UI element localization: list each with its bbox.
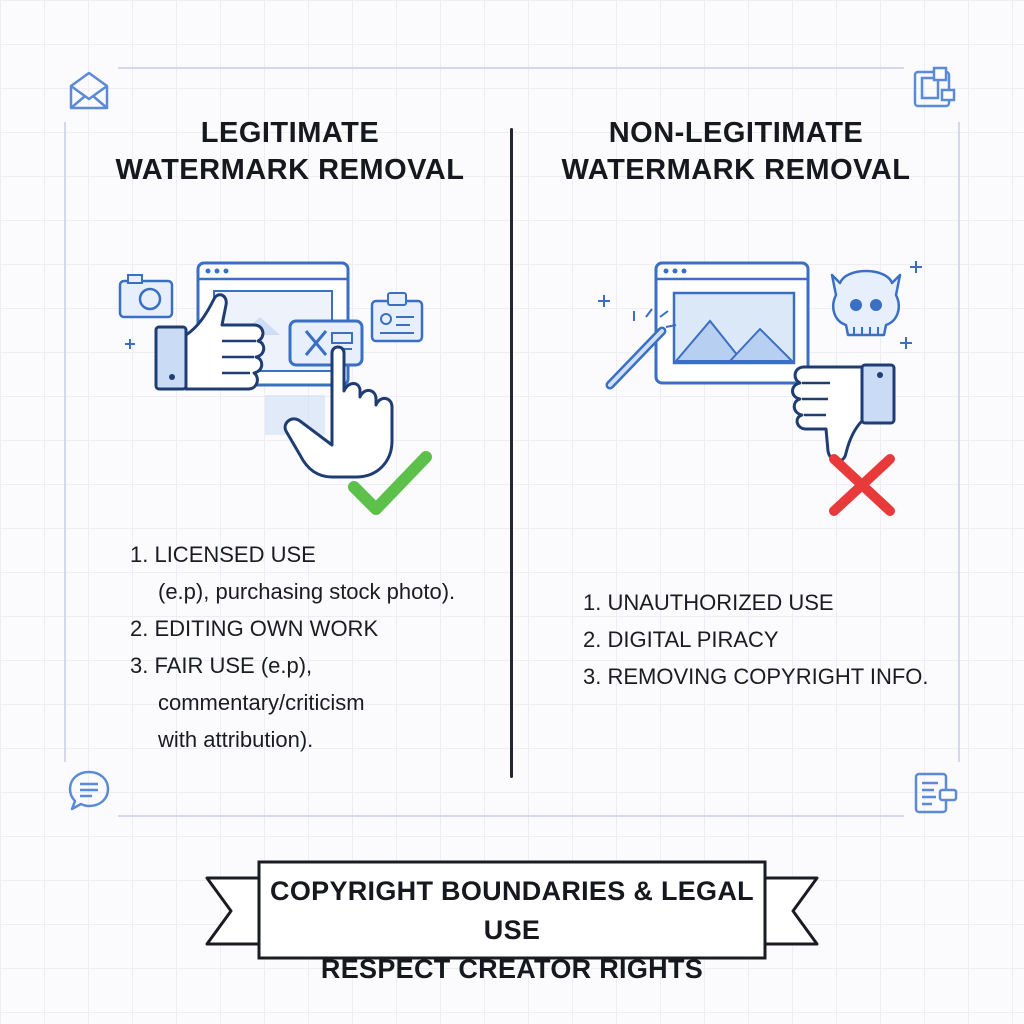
- document-icon: [913, 66, 956, 108]
- list-item: commentary/criticism: [158, 690, 365, 715]
- list-item: (e.p), purchasing stock photo).: [158, 579, 456, 604]
- non-legitimate-uses-list: 1. UNAUTHORIZED USE 2. DIGITAL PIRACY 3.…: [583, 584, 929, 695]
- watermark-tag-icon: [288, 319, 364, 367]
- list-item: 3. FAIR USE (e.p),: [130, 653, 313, 678]
- right-title-line2: WATERMARK REMOVAL: [561, 154, 911, 186]
- banner-line2: RESPECT CREATOR RIGHTS: [320, 954, 704, 984]
- banner-text: COPYRIGHT BOUNDARIES & LEGAL USE RESPECT…: [262, 872, 762, 989]
- magic-wand-icon: [605, 308, 677, 390]
- frame-left-border: [64, 122, 66, 762]
- center-divider: [510, 128, 513, 778]
- banner-line1: COPYRIGHT BOUNDARIES & LEGAL USE: [270, 876, 754, 945]
- pirate-skull-icon: [830, 269, 902, 337]
- file-edit-icon: [914, 772, 958, 814]
- list-item: 2. EDITING OWN WORK: [130, 616, 379, 641]
- legitimate-uses-list: 1. LICENSED USE (e.p), purchasing stock …: [130, 536, 455, 758]
- frame-bottom-border: [118, 815, 904, 817]
- list-item: 1. LICENSED USE: [130, 542, 316, 567]
- frame-right-border: [958, 122, 960, 762]
- checkmark-icon: [348, 451, 432, 515]
- ribbon-banner: [205, 860, 819, 960]
- left-title-line1: LEGITIMATE: [200, 117, 380, 149]
- right-panel-title: NON-LEGITIMATE WATERMARK REMOVAL: [546, 115, 926, 189]
- thumbs-down-icon: [791, 363, 896, 463]
- left-panel-title: LEGITIMATE WATERMARK REMOVAL: [100, 115, 480, 189]
- thumbs-up-icon: [154, 293, 266, 391]
- right-illustration: [598, 261, 922, 516]
- list-item: 1. UNAUTHORIZED USE: [583, 590, 834, 615]
- browser-window-icon: [654, 261, 810, 385]
- list-item: 3. REMOVING COPYRIGHT INFO.: [583, 664, 929, 689]
- left-illustration: [118, 261, 432, 515]
- id-badge-icon: [370, 292, 424, 343]
- envelope-icon: [69, 71, 109, 110]
- right-title-line1: NON-LEGITIMATE: [608, 117, 864, 149]
- chat-bubble-icon: [68, 770, 110, 811]
- cross-icon: [829, 454, 895, 516]
- list-item: 2. DIGITAL PIRACY: [583, 627, 779, 652]
- left-title-line2: WATERMARK REMOVAL: [115, 154, 465, 186]
- camera-icon: [118, 274, 174, 349]
- pointing-hand-icon: [283, 345, 394, 479]
- frame-top-border: [118, 67, 904, 69]
- list-item: with attribution).: [158, 727, 314, 752]
